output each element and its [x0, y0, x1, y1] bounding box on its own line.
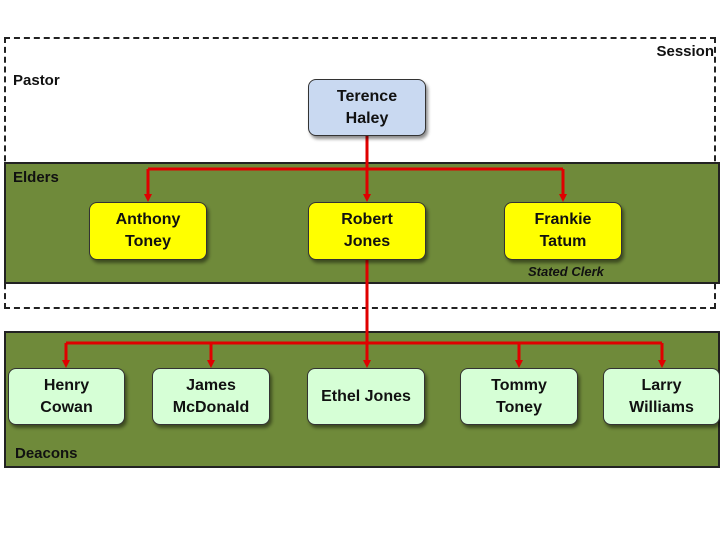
deacon-node-4: Tommy Toney: [460, 368, 578, 425]
elders-section-label: Elders: [13, 169, 59, 186]
deacon-node-1: Henry Cowan: [8, 368, 125, 425]
deacon-node-5: Larry Williams: [603, 368, 720, 425]
elder-node-1: Anthony Toney: [89, 202, 207, 260]
pastor-section-label: Pastor: [13, 72, 60, 89]
stated-clerk-note: Stated Clerk: [528, 264, 604, 279]
pastor-node: Terence Haley: [308, 79, 426, 136]
deacon-node-3: Ethel Jones: [307, 368, 425, 425]
deacon-node-2: James McDonald: [152, 368, 270, 425]
elder-node-2: Robert Jones: [308, 202, 426, 260]
elder-node-3: Frankie Tatum: [504, 202, 622, 260]
deacons-section-label: Deacons: [15, 445, 78, 462]
session-label: Session: [656, 43, 714, 60]
